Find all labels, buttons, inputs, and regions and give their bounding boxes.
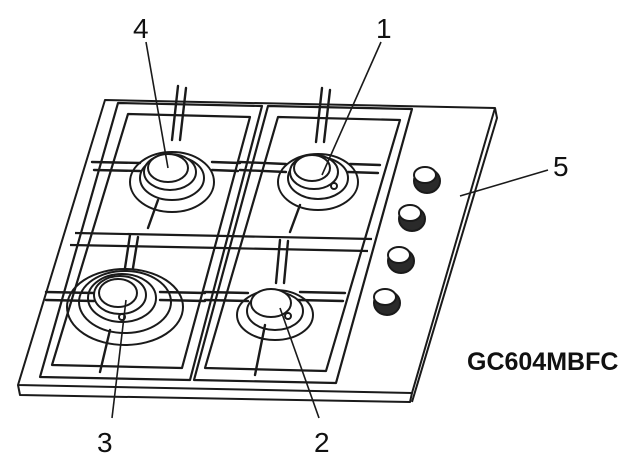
pan-support-right xyxy=(192,104,414,385)
burner-1 xyxy=(277,153,359,211)
callout-5: 5 xyxy=(553,151,569,182)
knob-4 xyxy=(373,288,401,316)
leader-line-1 xyxy=(321,41,382,176)
callout-3: 3 xyxy=(97,427,113,458)
leader-line-3 xyxy=(111,299,127,419)
leader-line-2 xyxy=(279,307,320,419)
model-label: GC604MBFC xyxy=(467,348,618,376)
knob-2 xyxy=(398,204,426,232)
leader-line-4 xyxy=(145,41,169,169)
callout-4: 4 xyxy=(133,13,149,44)
pan-support-left xyxy=(38,101,264,382)
callout-2: 2 xyxy=(314,427,330,458)
knob-3 xyxy=(387,246,415,274)
control-knobs xyxy=(373,166,441,316)
leader-lines xyxy=(111,41,549,419)
callout-1: 1 xyxy=(376,13,392,44)
leader-line-5 xyxy=(459,169,549,197)
burner-3 xyxy=(66,268,184,346)
knob-1 xyxy=(413,166,441,194)
